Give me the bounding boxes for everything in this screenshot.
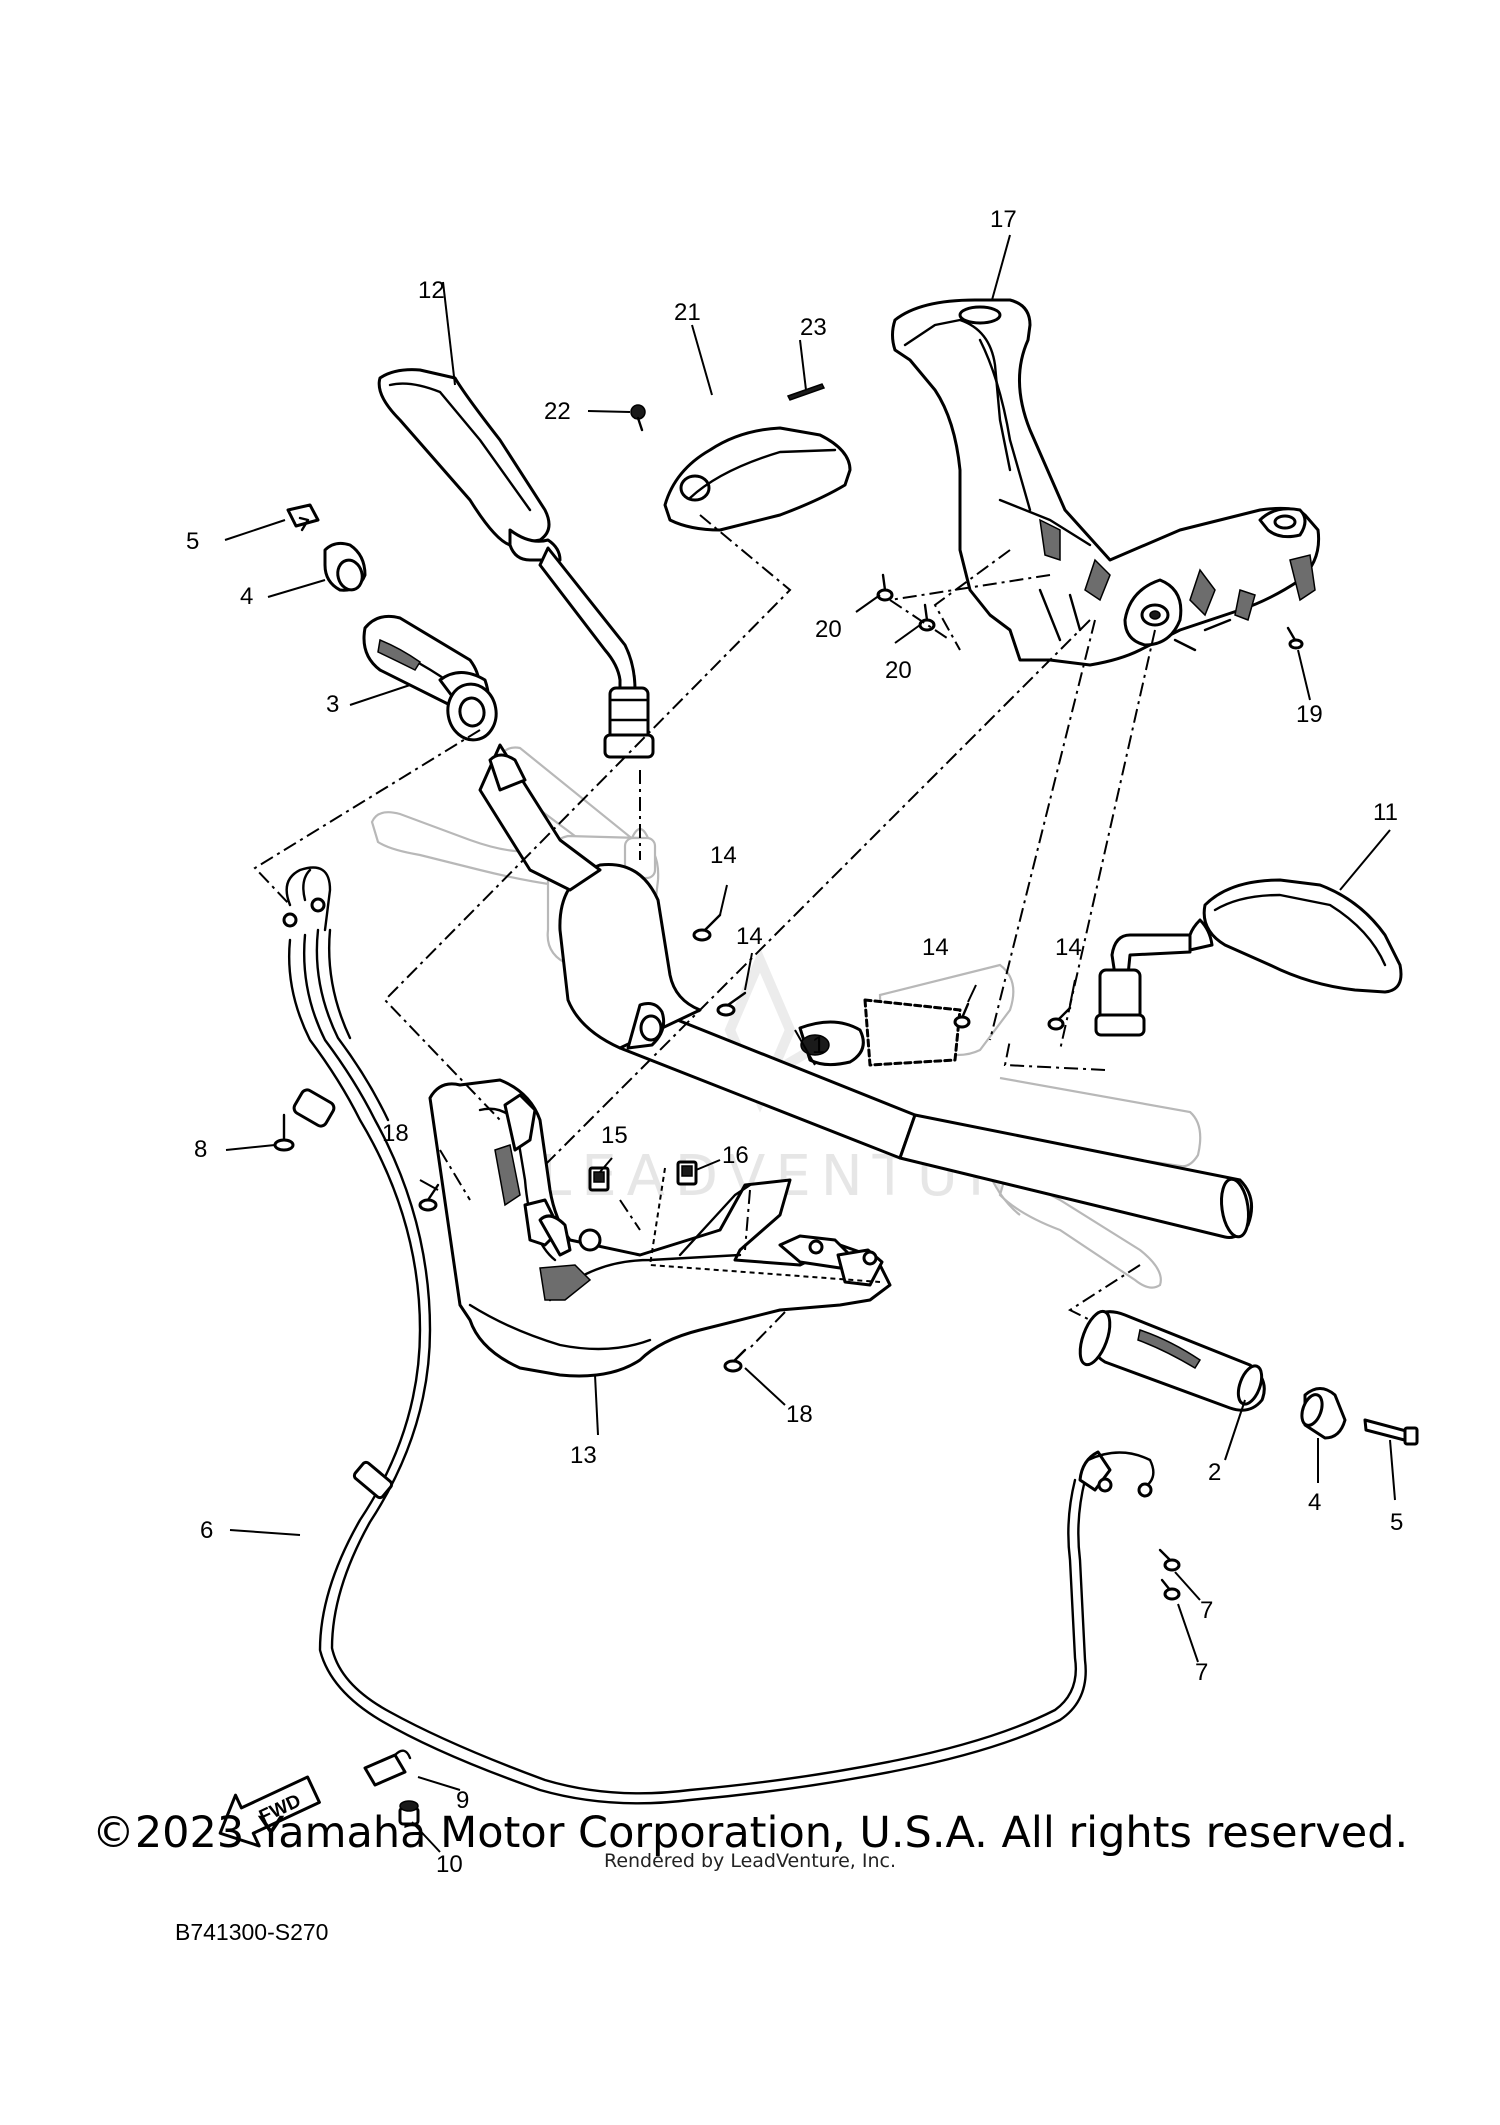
seal-strip xyxy=(786,383,826,401)
callout-13: 13 xyxy=(570,1442,597,1469)
screw-8 xyxy=(273,1113,295,1152)
callout-14-c: 14 xyxy=(922,934,949,961)
callout-leaders xyxy=(224,234,1396,1853)
callout-6: 6 xyxy=(200,1517,213,1544)
callout-labels: 1 2 3 4 4 5 5 6 7 7 8 9 10 11 12 13 14 1… xyxy=(186,206,1403,1878)
callout-5-right: 5 xyxy=(1390,1509,1403,1536)
callout-12: 12 xyxy=(418,277,445,304)
meter-cover-panel xyxy=(663,426,852,532)
callout-7-upper: 7 xyxy=(1200,1597,1213,1624)
screw-20b xyxy=(918,603,936,632)
callout-19: 19 xyxy=(1296,701,1323,728)
screw-20a xyxy=(876,573,894,602)
screw-22 xyxy=(630,404,646,432)
screw-18b xyxy=(723,1348,747,1373)
nut-10 xyxy=(398,1800,420,1826)
screw-19 xyxy=(1286,626,1304,650)
callout-7-lower: 7 xyxy=(1195,1659,1208,1686)
callout-2: 2 xyxy=(1208,1459,1221,1486)
screw-14b xyxy=(716,991,747,1017)
screw-7b xyxy=(1160,1578,1181,1601)
handlebar-cover-front xyxy=(428,1078,892,1378)
screw-14d xyxy=(1047,1006,1072,1031)
mirror-right xyxy=(1094,878,1403,1037)
handlebar xyxy=(478,743,1254,1239)
mirror-left xyxy=(377,368,655,759)
callout-9: 9 xyxy=(456,1787,469,1814)
rendered-by-credit: Rendered by LeadVenture, Inc. xyxy=(603,1850,897,1872)
copyright-notice: ©2023 Yamaha Motor Corporation, U.S.A. A… xyxy=(91,1808,1409,1858)
callout-3: 3 xyxy=(326,691,339,718)
diagram-code: B741300-S270 xyxy=(175,1919,328,1945)
callout-5-left: 5 xyxy=(186,528,199,555)
callout-11: 11 xyxy=(1373,799,1398,826)
callout-8: 8 xyxy=(194,1136,207,1163)
callout-14-d: 14 xyxy=(1055,934,1082,961)
screw-7a xyxy=(1158,1548,1181,1572)
callout-17: 17 xyxy=(990,206,1017,233)
clip-16 xyxy=(676,1160,698,1186)
callout-1: 1 xyxy=(812,1032,825,1059)
assembly-alignment-lines xyxy=(253,514,1156,1351)
callout-18-right: 18 xyxy=(786,1401,813,1428)
callout-15: 15 xyxy=(601,1122,628,1149)
screw-14a xyxy=(692,913,722,942)
screw-14c xyxy=(953,1002,971,1029)
callout-22: 22 xyxy=(544,398,571,425)
clip-15 xyxy=(588,1166,610,1192)
callout-4-left: 4 xyxy=(240,583,253,610)
callout-4-right: 4 xyxy=(1308,1489,1321,1516)
callout-16: 16 xyxy=(722,1142,749,1169)
throttle-cable-assembly xyxy=(282,866,1155,1805)
callout-10: 10 xyxy=(436,1851,463,1878)
cable-clamp-9 xyxy=(363,1749,412,1787)
callout-20-a: 20 xyxy=(815,616,842,643)
callout-23: 23 xyxy=(800,314,827,341)
callout-20-b: 20 xyxy=(885,657,912,684)
callout-18-left: 18 xyxy=(382,1120,409,1147)
handlebar-cover-rear xyxy=(891,298,1321,667)
grip-left-assembly xyxy=(286,503,498,742)
grip-right-assembly xyxy=(1078,1309,1419,1446)
callout-14-b: 14 xyxy=(736,923,763,950)
hardware xyxy=(273,573,1304,1601)
callout-21: 21 xyxy=(674,299,701,326)
screw-18a xyxy=(418,1183,440,1212)
callout-14-a: 14 xyxy=(710,842,737,869)
